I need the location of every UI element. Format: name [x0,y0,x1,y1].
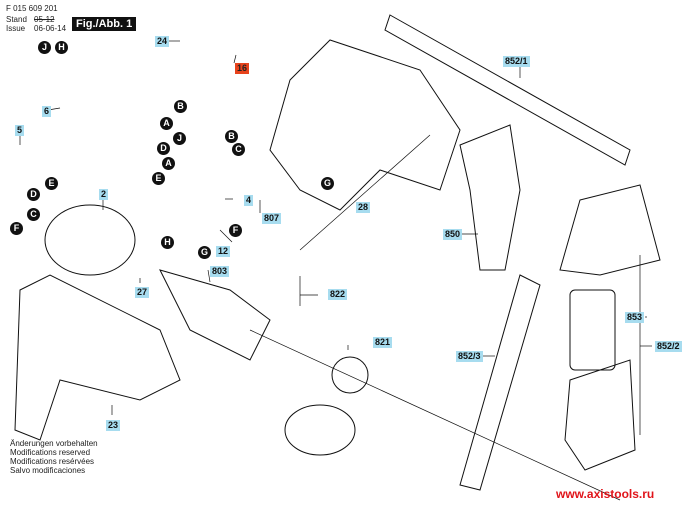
leader-lines [19,40,652,501]
notes: Änderungen vorbehalten Modifications res… [10,439,98,475]
housing-half [269,39,461,211]
wire-marker-d2: D [27,188,40,201]
chuck [284,404,356,456]
part-label-803[interactable]: 803 [210,266,230,277]
document-number: F 015 609 201 [6,4,58,13]
watermark-url[interactable]: www.axistools.ru [556,487,655,501]
part-label-853[interactable]: 853 [625,312,645,323]
part-label-852-2[interactable]: 852/2 [655,341,682,352]
depth-rail [384,14,631,166]
part-label-821[interactable]: 821 [373,337,393,348]
figure-title: Fig./Abb. 1 [72,17,137,31]
suction-hose [459,274,541,491]
part-label-5[interactable]: 5 [15,125,25,136]
wire-marker-f2: F [10,222,23,235]
wire-marker-e: E [152,172,165,185]
part-label-852-1[interactable]: 852/1 [503,56,530,67]
part-label-6[interactable]: 6 [42,106,52,117]
part-label-28[interactable]: 28 [356,202,371,213]
wire-marker-a2: A [162,157,175,170]
part-label-24[interactable]: 24 [155,36,170,47]
drill-body [14,274,181,441]
wire-marker-e2: E [45,177,58,190]
wire-marker-b2: B [225,130,238,143]
dust-container [564,359,636,471]
wire-marker-a: A [160,117,173,130]
wire-marker-g2: G [321,177,334,190]
wire-marker-g: G [198,246,211,259]
wire-marker-h2: H [161,236,174,249]
wire-marker-c: C [232,143,245,156]
part-label-852-3[interactable]: 852/3 [456,351,483,362]
aux-handle [459,124,521,271]
stator [44,204,136,276]
part-label-16[interactable]: 16 [235,63,250,74]
dust-attachment [559,184,661,276]
wire-marker-j: J [38,41,51,54]
note-en: Modifications reserved [10,448,91,457]
part-label-822[interactable]: 822 [328,289,348,300]
stand-label: Stand [6,15,27,24]
wire-marker-d: D [157,142,170,155]
old-date: 05-12 [34,15,55,24]
gear [331,356,369,394]
part-label-807[interactable]: 807 [262,213,282,224]
armature [159,269,271,361]
note-es: Salvo modificaciones [10,466,86,475]
wire-marker-c2: C [27,208,40,221]
wire-marker-b: B [174,100,187,113]
part-label-850[interactable]: 850 [443,229,463,240]
part-label-2[interactable]: 2 [99,189,109,200]
part-label-4[interactable]: 4 [244,195,254,206]
wire-marker-f: F [229,224,242,237]
part-label-27[interactable]: 27 [135,287,150,298]
issue-date: 06-06-14 [34,24,67,33]
part-label-12[interactable]: 12 [216,246,231,257]
note-de: Änderungen vorbehalten [10,439,98,448]
filter [569,289,616,371]
part-label-23[interactable]: 23 [106,420,121,431]
wire-marker-h: H [55,41,68,54]
issue-label: Issue [6,24,26,33]
wire-marker-j2: J [173,132,186,145]
note-fr: Modifications resérvées [10,457,95,466]
